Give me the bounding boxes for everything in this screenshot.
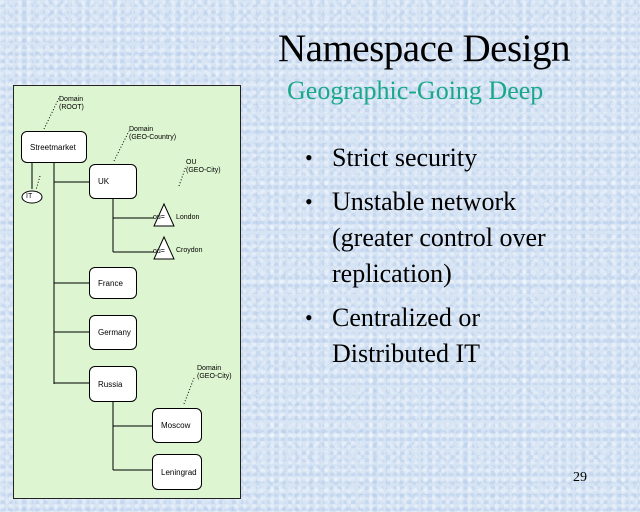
node-it-label[interactable]: IT xyxy=(26,193,33,200)
pointer-domain-city-tag xyxy=(183,377,195,405)
root-tag-level: (ROOT) xyxy=(59,104,84,111)
country-tag-level: (GEO-Country) xyxy=(129,134,177,141)
bullet-dot-icon: • xyxy=(305,305,313,330)
bullet-dot-icon: • xyxy=(305,189,313,214)
bullet-item: • Strict security xyxy=(300,140,546,176)
bullet-text-continued: replication) xyxy=(332,259,452,288)
node-uk[interactable]: UK xyxy=(89,164,137,199)
city-domain-tag-type: Domain xyxy=(197,365,222,372)
bullet-text: Strict security xyxy=(332,143,478,172)
it-ellipse xyxy=(21,190,43,204)
country-domain-tag: Domain (GEO-Country) xyxy=(129,126,176,142)
bullet-item: • Centralized or Distributed IT xyxy=(300,300,546,372)
city-ou-tag-level: (GEO-City) xyxy=(186,167,221,174)
ou-label-london[interactable]: London xyxy=(176,214,200,221)
node-root[interactable]: Streetmarket xyxy=(21,131,87,163)
node-germany[interactable]: Germany xyxy=(89,315,137,350)
root-domain-tag: Domain (ROOT) xyxy=(59,96,84,112)
pointer-it xyxy=(35,175,41,191)
ou-marker-london: ou= xyxy=(153,214,165,221)
ou-marker-croydon: ou= xyxy=(153,248,165,255)
ou-label-croydon[interactable]: Croydon xyxy=(176,247,203,254)
city-domain-tag: Domain (GEO-City) xyxy=(197,365,232,381)
root-tag-type: Domain xyxy=(59,96,84,103)
pointer-country-tag xyxy=(113,130,130,162)
bullet-text: Centralized or xyxy=(332,303,480,332)
bullet-text-continued: Distributed IT xyxy=(332,339,481,368)
bullet-text: Unstable network xyxy=(332,187,517,216)
namespace-diagram: Domain (ROOT) Domain (GEO-Country) OU (G… xyxy=(13,85,241,499)
diagram-connectors xyxy=(21,95,195,471)
page-number: 29 xyxy=(573,470,587,485)
bullet-text-continued: (greater control over xyxy=(332,223,546,252)
country-tag-type: Domain xyxy=(129,126,154,133)
city-ou-tag-type: OU xyxy=(186,159,197,166)
slide-subtitle: Geographic-Going Deep xyxy=(287,76,544,105)
node-russia[interactable]: Russia xyxy=(89,366,137,402)
ou-triangle-croydon xyxy=(153,235,175,260)
slide-title: Namespace Design xyxy=(278,27,570,70)
node-moscow[interactable]: Moscow xyxy=(152,408,202,443)
bullet-item: • Unstable network (greater control over… xyxy=(300,184,546,292)
node-france[interactable]: France xyxy=(89,267,137,299)
city-domain-tag-level: (GEO-City) xyxy=(197,373,232,380)
city-ou-tag: OU (GEO-City) xyxy=(186,159,221,175)
ou-triangle-london xyxy=(153,202,175,227)
bullet-dot-icon: • xyxy=(305,145,313,170)
pointer-root-tag xyxy=(43,95,61,130)
bullet-list: • Strict security • Unstable network (gr… xyxy=(300,140,546,380)
pointer-ou-tag xyxy=(178,165,187,187)
node-leningrad[interactable]: Leningrad xyxy=(152,454,202,490)
